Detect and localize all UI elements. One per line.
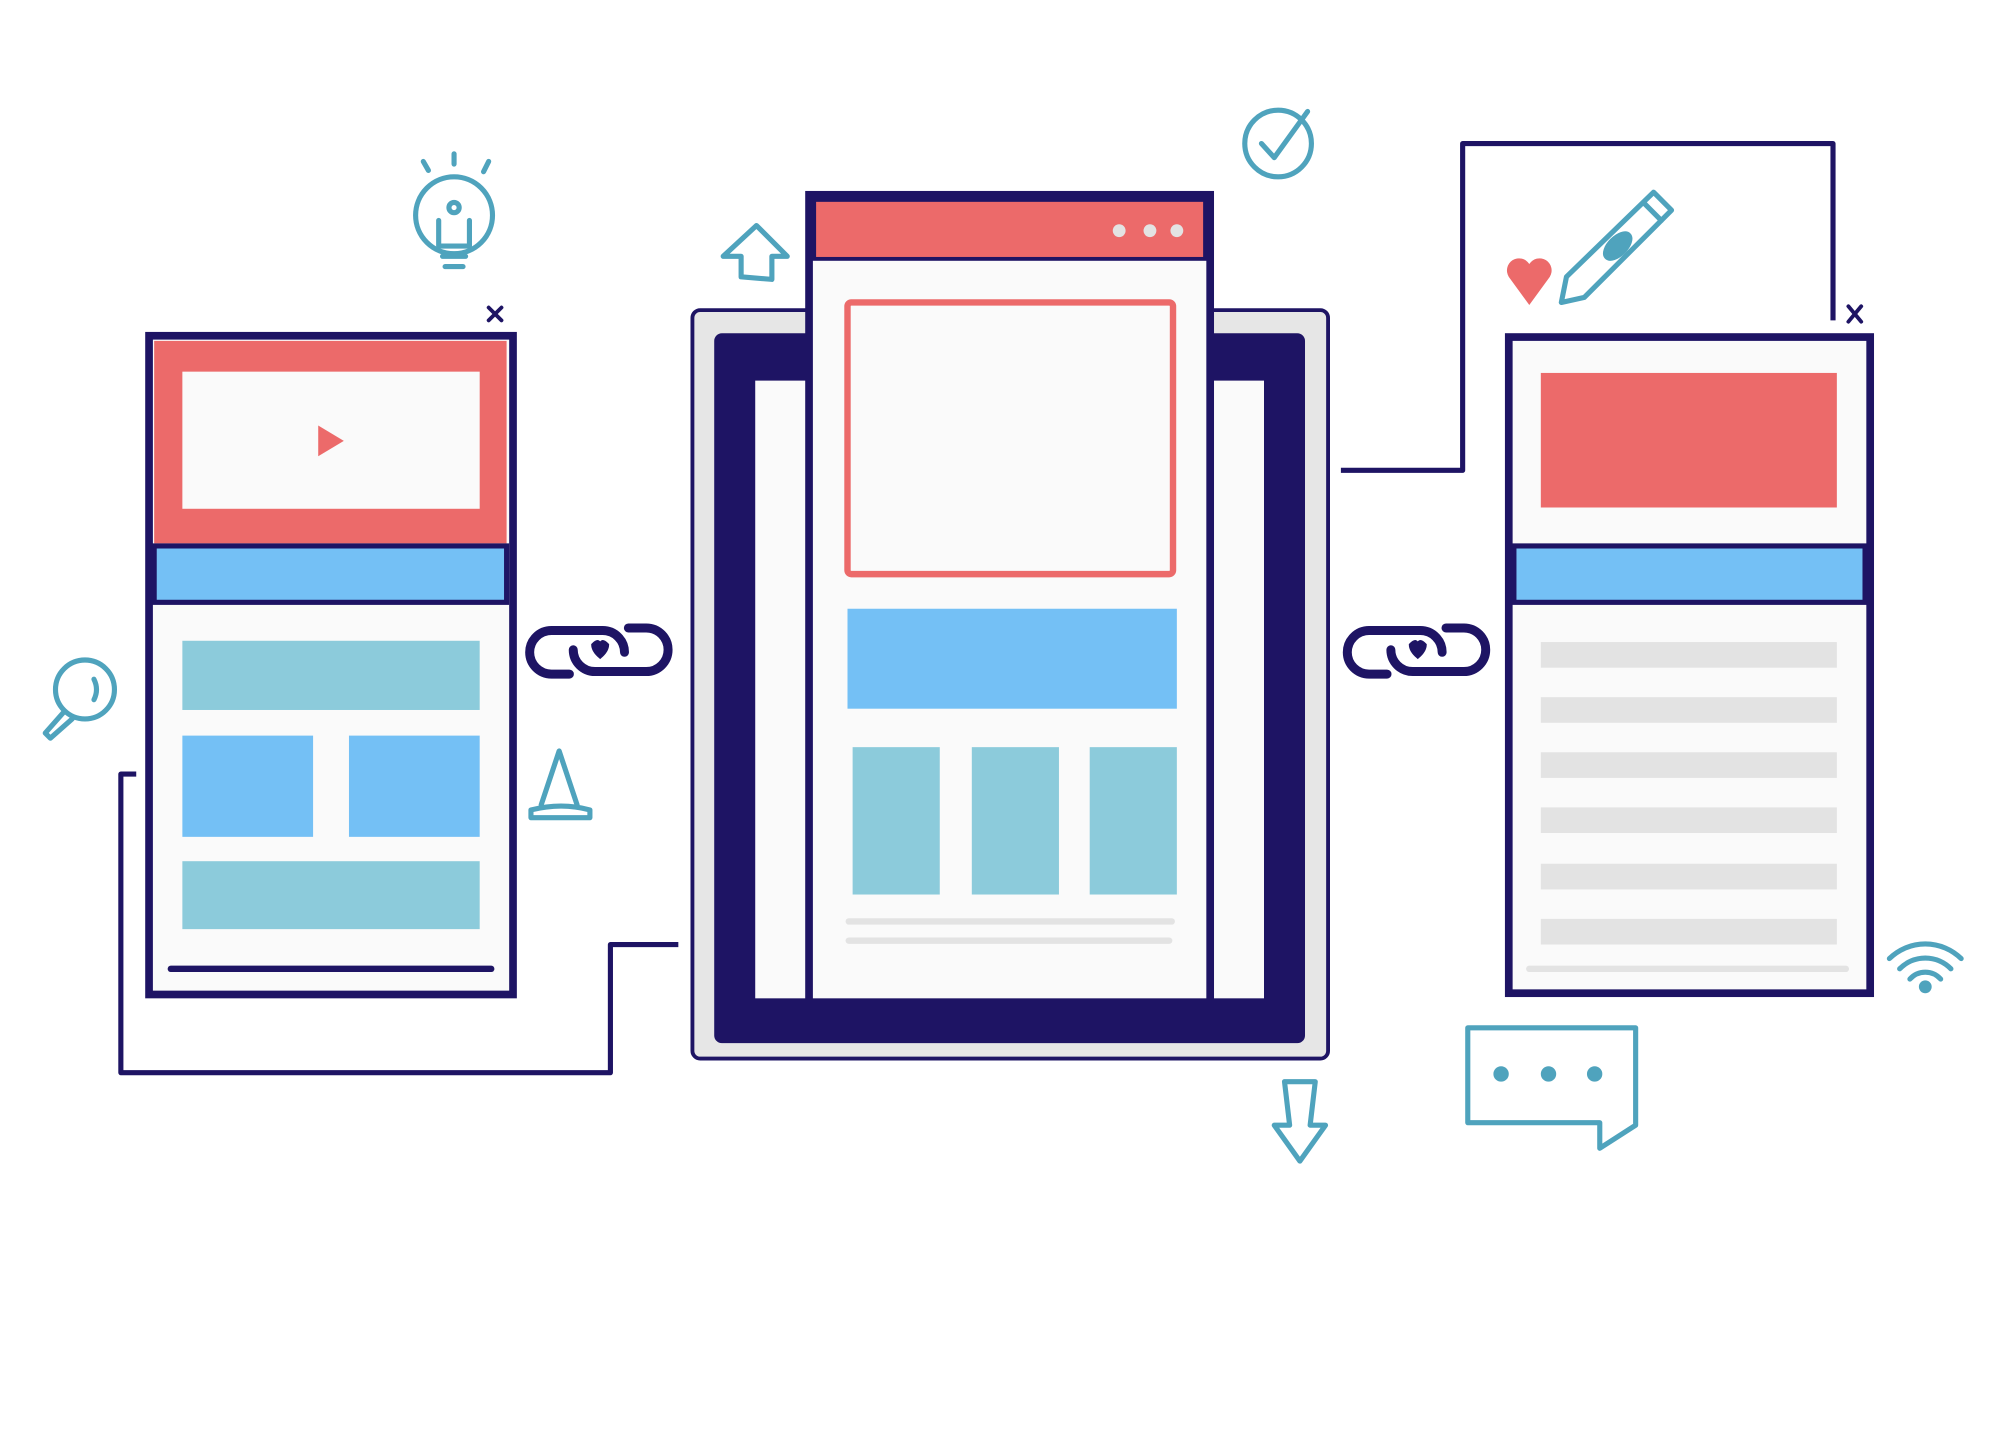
arrow-down-icon (1271, 1079, 1329, 1164)
center-teal-card (852, 747, 940, 895)
window-dot (1170, 224, 1184, 238)
check-circle-icon (1242, 107, 1314, 180)
chat-bubble-icon (1465, 1025, 1639, 1151)
text-line (1540, 863, 1837, 890)
center-blue-banner (847, 608, 1177, 709)
close-x-icon (486, 305, 504, 323)
text-line (1540, 807, 1837, 834)
arrow-up-icon (720, 222, 790, 282)
connector-line-left (118, 771, 679, 1076)
chain-link-icon (525, 623, 673, 679)
left-blue-block (182, 735, 314, 837)
window-dot (1143, 224, 1157, 238)
left-teal-block (182, 861, 480, 930)
lightbulb-icon (413, 151, 496, 270)
close-x-icon (1846, 304, 1864, 324)
left-nav-bar (151, 543, 510, 605)
right-nav-bar (1511, 543, 1868, 605)
text-line (1540, 918, 1837, 945)
pencil-icon (1558, 189, 1675, 306)
connector-line-right (1340, 140, 1836, 473)
wifi-icon (1886, 941, 1964, 994)
image-placeholder (844, 299, 1177, 578)
right-screen (1504, 333, 1875, 998)
text-line (1540, 752, 1837, 778)
right-image-block (1540, 372, 1837, 508)
center-teal-card (1089, 747, 1177, 895)
cone-icon (528, 748, 593, 821)
heart-icon (1506, 258, 1552, 306)
left-screen (145, 331, 517, 999)
center-screen (690, 190, 1330, 1061)
play-icon (318, 425, 344, 457)
window-dot (1112, 224, 1126, 238)
center-header (812, 198, 1207, 261)
magnifier-icon (42, 657, 118, 741)
center-teal-card (971, 747, 1059, 895)
text-line (1540, 697, 1837, 723)
left-blue-block (348, 735, 480, 837)
chain-link-icon (1342, 623, 1491, 679)
text-line (1540, 642, 1837, 668)
left-teal-block (182, 640, 480, 710)
